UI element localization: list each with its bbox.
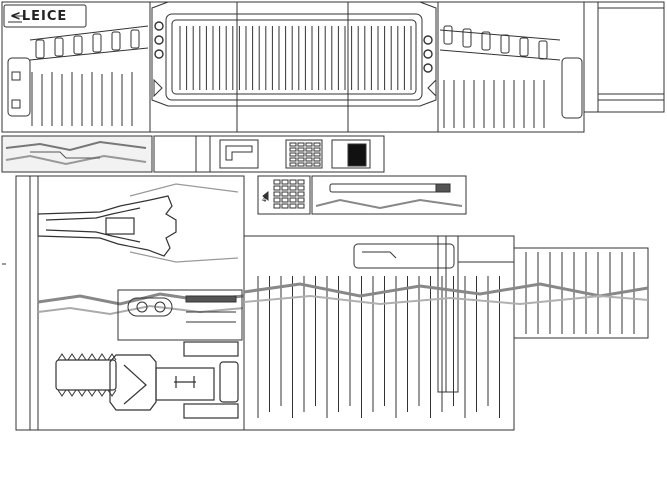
vent-cell bbox=[305, 142, 313, 147]
vent-cell bbox=[289, 162, 297, 167]
slot-mark bbox=[54, 37, 64, 57]
tooth-mark bbox=[87, 353, 97, 361]
vent-cell bbox=[305, 147, 313, 152]
vent-cell bbox=[305, 152, 313, 157]
vent-cell bbox=[297, 157, 305, 162]
vent-cell bbox=[297, 147, 305, 152]
key-cell bbox=[281, 179, 289, 185]
tooth-mark bbox=[87, 389, 97, 397]
vent-cell bbox=[289, 142, 297, 147]
tooth-mark bbox=[97, 389, 107, 397]
key-cell bbox=[297, 191, 305, 197]
vent-cell bbox=[297, 162, 305, 167]
connector-block bbox=[117, 289, 243, 341]
tooth-mark bbox=[67, 353, 77, 361]
far-right-rail bbox=[583, 1, 665, 113]
slot-mark bbox=[443, 25, 453, 45]
tread-shape bbox=[55, 341, 239, 419]
slot-mark bbox=[111, 31, 121, 51]
key-cell bbox=[273, 203, 281, 209]
slot-mark bbox=[519, 37, 529, 57]
key-cell bbox=[297, 197, 305, 203]
vent-cell bbox=[313, 157, 321, 162]
vent-cell bbox=[289, 152, 297, 157]
tooth-mark bbox=[107, 389, 117, 397]
tooth-mark bbox=[67, 389, 77, 397]
top-left-slot-row bbox=[35, 29, 140, 59]
gauge-tile bbox=[311, 175, 467, 215]
key-cell bbox=[273, 191, 281, 197]
vent-cell bbox=[297, 152, 305, 157]
top-center-knobs bbox=[154, 21, 433, 73]
key-cell bbox=[281, 203, 289, 209]
tooth-mark bbox=[107, 353, 117, 361]
vent-cell bbox=[313, 162, 321, 167]
keypad-grid bbox=[273, 179, 305, 209]
marker-glyph: 4 bbox=[262, 196, 267, 204]
slot-mark bbox=[73, 35, 83, 55]
slot-mark bbox=[35, 39, 45, 59]
vent-grid bbox=[289, 142, 321, 167]
key-cell bbox=[297, 185, 305, 191]
key-cell bbox=[281, 185, 289, 191]
scratch-strip-panel bbox=[1, 135, 153, 173]
vent-cell bbox=[313, 152, 321, 157]
tooth-mark bbox=[77, 353, 87, 361]
tooth-mark bbox=[57, 389, 67, 397]
vent-cell bbox=[305, 157, 313, 162]
tooth-mark bbox=[97, 353, 107, 361]
slot-mark bbox=[92, 33, 102, 53]
key-cell bbox=[289, 179, 297, 185]
key-cell bbox=[273, 185, 281, 191]
arrow-spine bbox=[37, 183, 239, 263]
top-left-rib-row bbox=[31, 72, 133, 126]
key-cell bbox=[281, 197, 289, 203]
vent-cell bbox=[289, 157, 297, 162]
top-right-slot-row bbox=[443, 25, 548, 60]
key-cell bbox=[289, 191, 297, 197]
key-cell bbox=[289, 197, 297, 203]
key-cell bbox=[273, 197, 281, 203]
vent-block-panel bbox=[153, 135, 385, 173]
vent-cell bbox=[297, 142, 305, 147]
tooth-mark bbox=[57, 353, 67, 361]
top-center-vent-bars bbox=[179, 26, 412, 90]
logo-text: <LEICE bbox=[10, 9, 68, 24]
key-cell bbox=[289, 185, 297, 191]
top-right-rib-row bbox=[443, 80, 545, 128]
tooth-mark bbox=[77, 389, 87, 397]
top-right-panel bbox=[437, 1, 585, 133]
keypad-tile bbox=[257, 175, 311, 215]
key-cell bbox=[281, 191, 289, 197]
key-cell bbox=[289, 203, 297, 209]
key-cell bbox=[273, 179, 281, 185]
vent-cell bbox=[289, 147, 297, 152]
key-cell bbox=[297, 179, 305, 185]
striped-panel-frame bbox=[353, 235, 649, 393]
tread-teeth bbox=[57, 353, 117, 397]
slot-mark bbox=[462, 28, 472, 48]
slot-mark bbox=[538, 40, 548, 60]
slot-mark bbox=[481, 31, 491, 51]
striped-panel-lines bbox=[257, 252, 635, 418]
vent-cell bbox=[313, 147, 321, 152]
key-cell bbox=[297, 203, 305, 209]
vent-cell bbox=[313, 142, 321, 147]
slot-mark bbox=[130, 29, 140, 49]
vent-cell bbox=[305, 162, 313, 167]
slot-mark bbox=[500, 34, 510, 54]
scratch-band-right bbox=[243, 282, 649, 306]
